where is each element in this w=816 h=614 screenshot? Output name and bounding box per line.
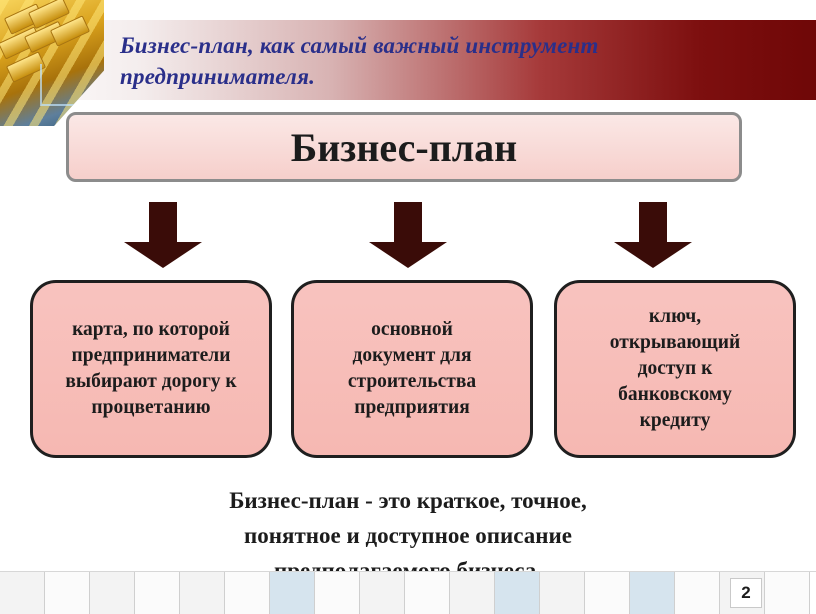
down-arrow-icon bbox=[369, 202, 447, 268]
down-arrow-icon bbox=[614, 202, 692, 268]
gold-bars-image bbox=[0, 0, 104, 126]
header-banner bbox=[0, 20, 816, 100]
page-number: 2 bbox=[730, 578, 762, 608]
card-credit-key-text: ключ, открывающий доступ к банковскому к… bbox=[609, 306, 741, 431]
footer-grid bbox=[0, 571, 816, 614]
slide-title: Бизнес-план, как самый важный инструмент… bbox=[120, 30, 720, 92]
slide-title-line-2: предпринимателя. bbox=[120, 64, 316, 89]
card-main-document-text: основной документ для строительства пред… bbox=[347, 319, 477, 418]
card-credit-key: ключ, открывающий доступ к банковскому к… bbox=[554, 280, 796, 458]
down-arrow-icon bbox=[124, 202, 202, 268]
card-main-document: основной документ для строительства пред… bbox=[291, 280, 533, 458]
business-plan-title: Бизнес-план bbox=[290, 124, 518, 170]
card-roadmap-text: карта, по которой предприниматели выбира… bbox=[65, 319, 237, 418]
business-plan-box: Бизнес-план bbox=[66, 112, 742, 182]
card-roadmap: карта, по которой предприниматели выбира… bbox=[30, 280, 272, 458]
slide-title-line-1: Бизнес-план, как самый важный инструмент bbox=[120, 33, 599, 58]
